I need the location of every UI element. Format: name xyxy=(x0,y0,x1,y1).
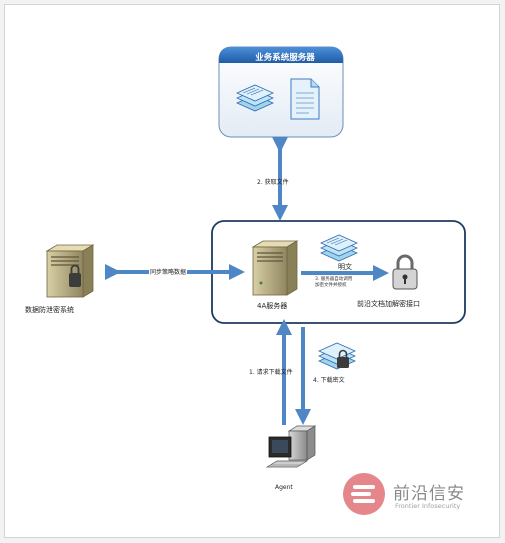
brand-logo-icon xyxy=(343,473,385,515)
step4-label: 4. 下载密文 xyxy=(313,377,345,384)
dlp-server-icon xyxy=(45,244,95,298)
step2-label: 2. 获取文件 xyxy=(257,179,289,186)
step1-label: 1. 请求下载文件 xyxy=(249,369,293,376)
4a-server-icon xyxy=(251,240,299,296)
watermark-brand-en: Frontier Infosecurity xyxy=(395,502,461,510)
sync-policy-label: 同步策略数据 xyxy=(149,267,188,276)
plaintext-documents-icon xyxy=(320,234,358,262)
business-server-title: 业务系统服务器 xyxy=(255,53,315,63)
dlp-system-label: 数据防泄密系统 xyxy=(25,306,74,314)
step3-label: 3. 服务器自动调用 加密文件并授权 xyxy=(315,277,352,289)
document-file-icon xyxy=(290,78,320,120)
agent-label: Agent xyxy=(275,484,293,491)
agent-computer-icon xyxy=(265,425,317,468)
diagram-canvas xyxy=(45,46,466,515)
documents-stack-icon xyxy=(236,84,274,112)
encrypted-documents-icon xyxy=(318,342,356,370)
encrypt-interface-label: 前沿文档加解密接口 xyxy=(357,300,420,308)
step3-label-line1: 3. 服务器自动调用 xyxy=(315,277,353,282)
plaintext-label: 明文 xyxy=(338,263,352,271)
padlock-icon xyxy=(392,254,418,290)
step3-label-line2: 加密文件并授权 xyxy=(315,283,347,288)
watermark-brand-cn: 前沿信安 xyxy=(393,484,465,504)
4a-server-label: 4A服务器 xyxy=(257,302,288,310)
diagram-frame: 业务系统服务器 2. 获取文件 数据防泄密系统 同步策略数据 4A服务器 明文 … xyxy=(4,4,500,538)
